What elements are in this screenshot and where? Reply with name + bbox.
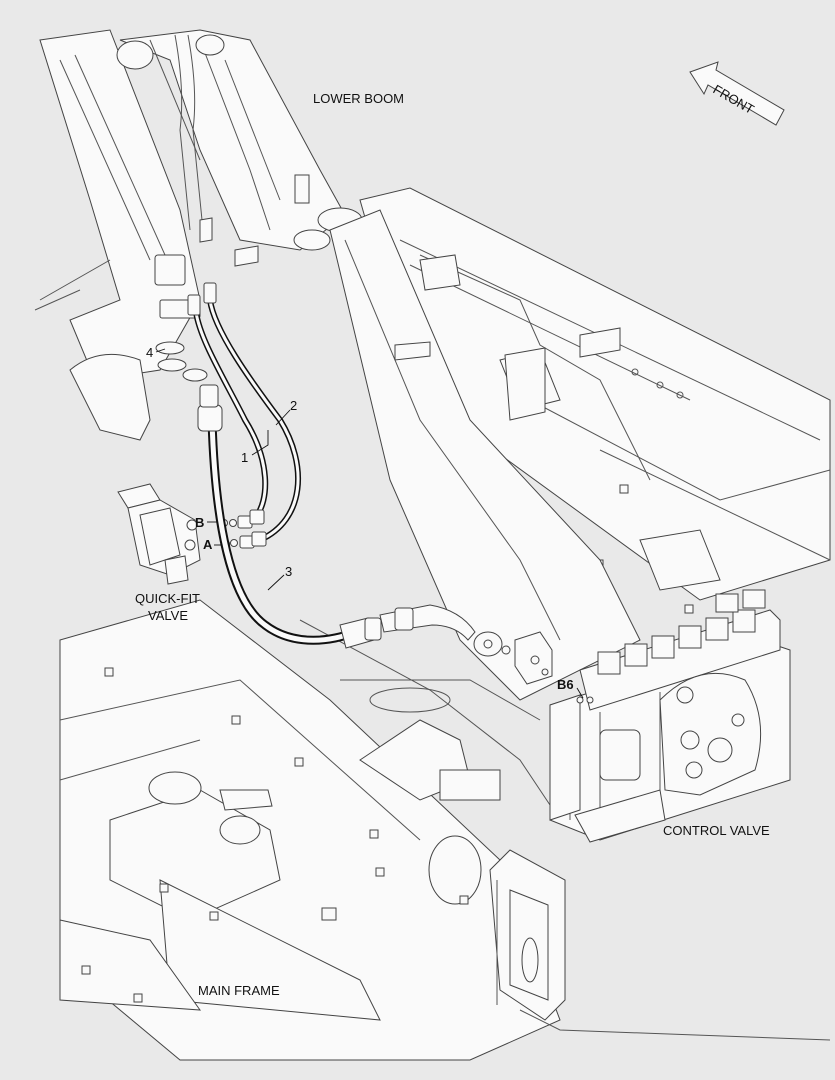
valve-fittings [379, 604, 553, 685]
boom-side-beam [329, 209, 641, 701]
control-valve-label: CONTROL VALVE [663, 823, 770, 838]
lower-boom [34, 29, 363, 441]
quick-fit-valve-label-line2: VALVE [148, 608, 188, 623]
callouts: 4 1 2 3 [146, 345, 297, 591]
control-valve: B6 [549, 589, 791, 843]
callout-port-b6: B6 [557, 677, 574, 692]
hose-3 [207, 415, 357, 645]
quick-fit-valve-label-line1: QUICK-FIT [135, 591, 200, 606]
callout-item-1: 1 [241, 450, 248, 465]
callout-item-2: 2 [290, 398, 297, 413]
hoses [155, 282, 382, 649]
front-arrow: FRONT [689, 61, 785, 126]
callout-item-4: 4 [146, 345, 153, 360]
callout-item-3: 3 [285, 564, 292, 579]
quick-fit-valve: B A [117, 483, 255, 585]
main-frame [59, 599, 831, 1061]
main-frame-label: MAIN FRAME [198, 983, 280, 998]
callout-port-a: A [203, 537, 213, 552]
lower-boom-label: LOWER BOOM [313, 91, 404, 106]
callout-port-b: B [195, 515, 204, 530]
